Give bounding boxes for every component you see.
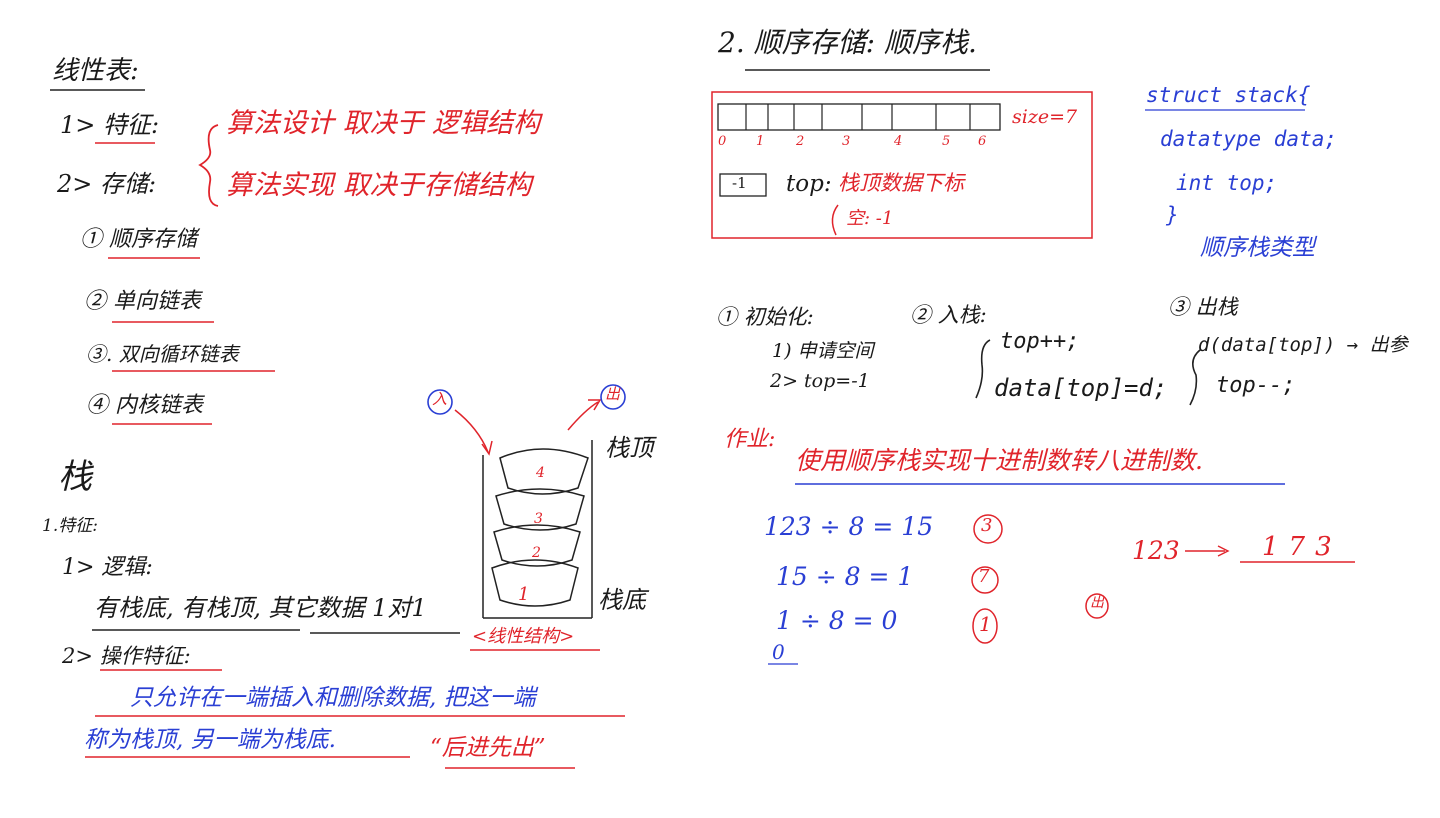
op-pop-step2: top--; [1216,373,1296,398]
top-box-value: -1 [732,174,747,192]
array-size-label: size=7 [1012,106,1078,128]
storage-doubly-circular: ③. 双向循环链表 [86,342,239,366]
stack-ops-label: 2> 操作特征: [62,644,191,668]
op-init-title: ① 初始化: [716,305,814,329]
stack-logic-label: 1> 逻辑: [62,555,153,580]
result-to: 173 [1262,532,1342,562]
op-push-step2: data[top]=d; [994,374,1168,402]
array-index-3: 3 [842,134,851,149]
op-pop-step1: d(data[top]) → 出参 [1198,334,1408,356]
op-pop-title: ③ 出栈 [1168,295,1238,319]
stack-ops-line1: 只允许在一端插入和删除数据, 把这一端 [130,685,536,711]
bowl-level-1: 1 [518,584,530,605]
op-init-step2: 2> top=-1 [770,370,870,392]
array-index-6: 6 [978,134,987,149]
out-circle-label: 出 [605,385,621,403]
stack-logic-text: 有栈底, 有栈顶, 其它数据 1对1 [94,594,427,622]
array-index-4: 4 [894,134,903,149]
struct-line-2: datatype data; [1160,127,1338,151]
remainder-1: 3 [981,515,993,536]
top-field-label: top: [786,171,832,197]
top-description: 栈顶数据下标 [838,171,964,195]
bowl-level-3: 3 [534,511,543,527]
stack-title: 栈 [58,457,92,497]
struct-line-1: struct stack{ [1146,83,1311,107]
bowl-level-4: 4 [536,465,545,481]
lifo-label: “后进先出” [430,735,546,761]
linear-structure-note: <线性结构> [472,626,575,647]
array-index-2: 2 [796,134,805,149]
calc-zero: 0 [772,640,785,664]
array-index-5: 5 [942,134,951,149]
struct-type-note: 顺序栈类型 [1200,235,1315,261]
op-init-step1: 1) 申请空间 [772,340,874,362]
heading-linear-list: 线性表: [52,56,139,86]
brace-line-design: 算法设计 取决于 逻辑结构 [226,108,541,139]
result-from: 123 [1132,536,1180,565]
stack-features-label: 1.特征: [42,516,98,536]
storage-singly-linked: ② 单向链表 [84,289,201,314]
homework-text: 使用顺序栈实现十进制数转八进制数. [795,446,1203,475]
sequential-stack-title: 2. 顺序存储: 顺序栈. [718,26,977,59]
out-circle-mark: 出 [1090,595,1104,611]
stack-ops-line2: 称为栈顶, 另一端为栈底. [84,727,336,753]
calc-line-2: 15 ÷ 8 = 1 [776,562,914,591]
bowl-level-2: 2 [532,545,541,561]
struct-line-4: } [1166,203,1179,227]
calc-line-1: 123 ÷ 8 = 15 [764,512,934,541]
remainder-2: 7 [978,566,990,587]
in-circle-label: 入 [432,390,448,408]
storage-kernel-list: ④ 内核链表 [86,393,203,418]
item-features: 1> 特征: [60,111,160,139]
calc-line-3: 1 ÷ 8 = 0 [776,606,898,635]
brace-line-impl: 算法实现 取决于存储结构 [226,170,532,201]
storage-sequential: ① 顺序存储 [80,227,197,252]
empty-description: 空: -1 [846,208,894,229]
struct-line-3: int top; [1176,171,1278,195]
stack-bottom-label: 栈底 [598,586,646,614]
op-push-title: ② 入栈: [910,303,987,327]
op-push-step1: top++; [1000,329,1080,354]
item-storage: 2> 存储: [57,170,157,198]
stack-top-label: 栈顶 [605,434,653,462]
array-index-0: 0 [718,134,727,149]
array-index-1: 1 [756,134,765,149]
remainder-3: 1 [979,612,992,636]
homework-label: 作业: [724,427,776,452]
